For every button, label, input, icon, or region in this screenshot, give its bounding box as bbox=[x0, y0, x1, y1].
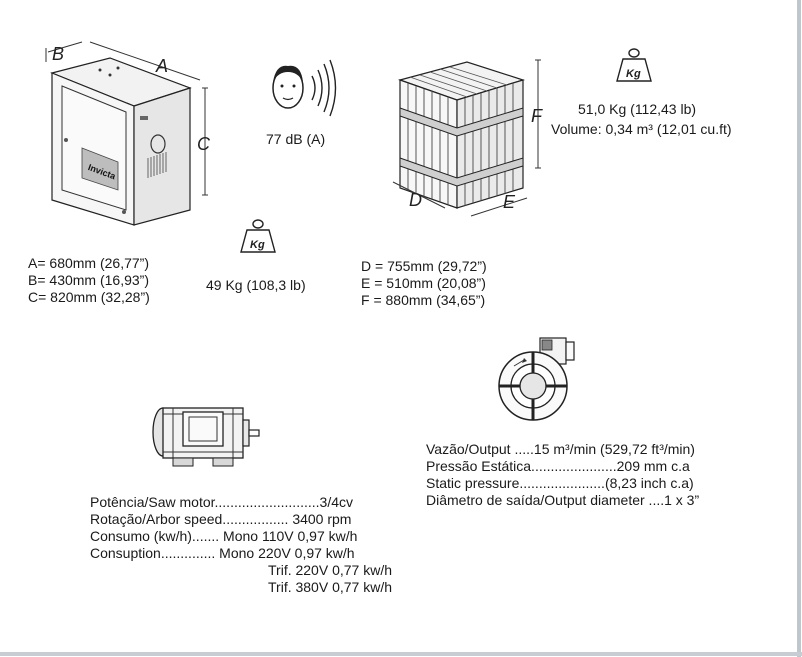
crate-dimension-labels: F D E bbox=[409, 106, 543, 212]
crate-illustration bbox=[392, 59, 541, 217]
motor-spec-line: Potência/Saw motor......................… bbox=[90, 494, 353, 510]
dim-label-b: B bbox=[52, 44, 64, 64]
page-right-border bbox=[797, 0, 801, 657]
dim-label-f: F bbox=[531, 106, 543, 126]
dim-a-text: A= 680mm (26,77”) bbox=[28, 255, 149, 271]
motor-spec-line: Consuption.............. Mono 220V 0,97 … bbox=[90, 545, 355, 561]
dim-label-a: A bbox=[155, 56, 168, 76]
dim-f-text: F = 880mm (34,65”) bbox=[361, 292, 486, 308]
motor-spec-line: Trif. 380V 0,77 kw/h bbox=[268, 579, 392, 595]
dim-d-text: D = 755mm (29,72”) bbox=[361, 258, 487, 274]
dim-label-d: D bbox=[409, 190, 422, 210]
machine-weight-value: 49 Kg (108,3 lb) bbox=[206, 277, 306, 293]
motor-spec-line: Trif. 220V 0,77 kw/h bbox=[268, 562, 392, 578]
motor-illustration bbox=[152, 407, 260, 467]
blower-spec-line: Pressão Estática......................20… bbox=[426, 458, 690, 474]
motor-specs: Potência/Saw motor......................… bbox=[90, 494, 392, 596]
page-bottom-border bbox=[0, 652, 802, 656]
blower-specs: Vazão/Output .....15 m³/min (529,72 ft³/… bbox=[426, 441, 699, 509]
machine-cabinet-illustration: Invicta bbox=[45, 41, 208, 226]
machine-weight-icon-text: Kg bbox=[250, 239, 265, 251]
blower-spec-line: Diâmetro de saída/Output diameter ....1 … bbox=[426, 492, 700, 508]
machine-dimensions: A= 680mm (26,77”) B= 430mm (16,93”) C= 8… bbox=[28, 255, 150, 306]
noise-head-icon bbox=[272, 59, 337, 117]
dim-c-text: C= 820mm (32,28”) bbox=[28, 289, 150, 305]
machine-dimension-labels: B A C bbox=[52, 44, 211, 154]
blower-spec-line: Static pressure......................(8,… bbox=[426, 475, 694, 491]
blower-spec-line: Vazão/Output .....15 m³/min (529,72 ft³/… bbox=[426, 441, 695, 457]
dim-label-c: C bbox=[197, 134, 211, 154]
motor-spec-line: Rotação/Arbor speed................. 340… bbox=[90, 511, 352, 527]
crate-weight-value: 51,0 Kg (112,43 lb) bbox=[578, 101, 697, 117]
dim-b-text: B= 430mm (16,93”) bbox=[28, 272, 149, 288]
motor-spec-line: Consumo (kw/h)....... Mono 110V 0,97 kw/… bbox=[90, 528, 358, 544]
crate-weight-icon: Kg bbox=[616, 48, 652, 82]
crate-dimensions: D = 755mm (29,72”) E = 510mm (20,08”) F … bbox=[361, 258, 487, 309]
crate-weight-icon-text: Kg bbox=[626, 68, 641, 80]
dim-label-e: E bbox=[503, 192, 516, 212]
machine-weight-icon: Kg bbox=[240, 219, 276, 253]
noise-value: 77 dB (A) bbox=[266, 131, 326, 147]
blower-illustration bbox=[498, 337, 575, 421]
crate-volume-value: Volume: 0,34 m³ (12,01 cu.ft) bbox=[551, 121, 732, 137]
dim-e-text: E = 510mm (20,08”) bbox=[361, 275, 486, 291]
